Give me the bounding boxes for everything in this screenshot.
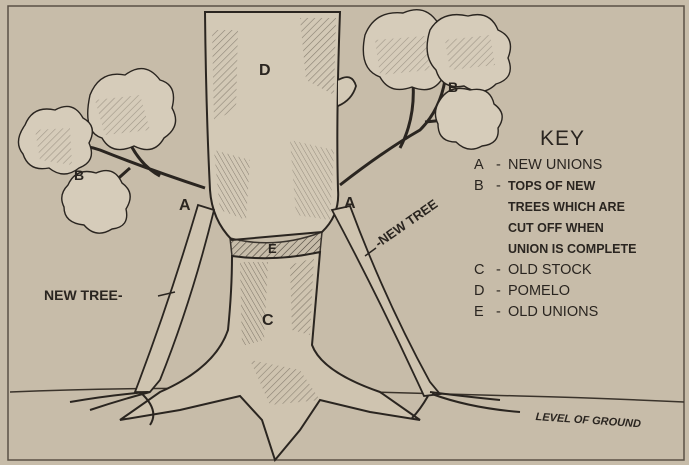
key-text-line: NEW UNIONS (508, 155, 686, 176)
new-tree-left (135, 205, 214, 392)
key-dash: - (496, 302, 508, 323)
key-text-line: CUT OFF WHEN (508, 218, 686, 239)
key-item-e: E - OLD UNIONS (474, 302, 686, 323)
right-foliage-shade (375, 36, 430, 75)
label-c: C (262, 313, 274, 329)
label-b-right: B (448, 80, 458, 94)
key-letter: B (474, 176, 496, 260)
stock-bark-shade (240, 262, 268, 346)
key-item-d: D - POMELO (474, 281, 686, 302)
key-text-line: OLD UNIONS (508, 302, 686, 323)
key-dash: - (496, 281, 508, 302)
key-dash: - (496, 176, 508, 260)
key-item-b: B - TOPS OF NEW TREES WHICH ARE CUT OFF … (474, 176, 686, 260)
key-text-line: OLD STOCK (508, 260, 686, 281)
right-foliage (363, 10, 510, 150)
label-a-left: A (179, 198, 191, 214)
stock-bark-shade (290, 258, 314, 335)
key-text-line: POMELO (508, 281, 686, 302)
label-b-left: B (74, 168, 84, 182)
label-d: D (259, 63, 271, 79)
key-legend: A - NEW UNIONS B - TOPS OF NEW TREES WHI… (474, 155, 686, 323)
key-text-line: TREES WHICH ARE (508, 197, 686, 218)
key-letter: C (474, 260, 496, 281)
key-letter: A (474, 155, 496, 176)
key-item-c: C - OLD STOCK (474, 260, 686, 281)
key-text-line: TOPS OF NEW (508, 176, 686, 197)
key-letter: D (474, 281, 496, 302)
trunk-stub (338, 77, 356, 106)
pomelo-bark-shade (290, 140, 334, 220)
label-e: E (268, 242, 277, 255)
label-new-tree-left: NEW TREE- (44, 288, 123, 302)
right-foliage-shade (445, 35, 495, 70)
key-item-a: A - NEW UNIONS (474, 155, 686, 176)
key-dash: - (496, 155, 508, 176)
key-title: KEY (540, 127, 585, 151)
left-foliage-shade (35, 128, 72, 165)
pomelo-bark-shade (212, 30, 238, 120)
key-letter: E (474, 302, 496, 323)
label-a-right: A (344, 196, 356, 212)
key-dash: - (496, 260, 508, 281)
key-text-line: UNION IS COMPLETE (508, 239, 686, 260)
